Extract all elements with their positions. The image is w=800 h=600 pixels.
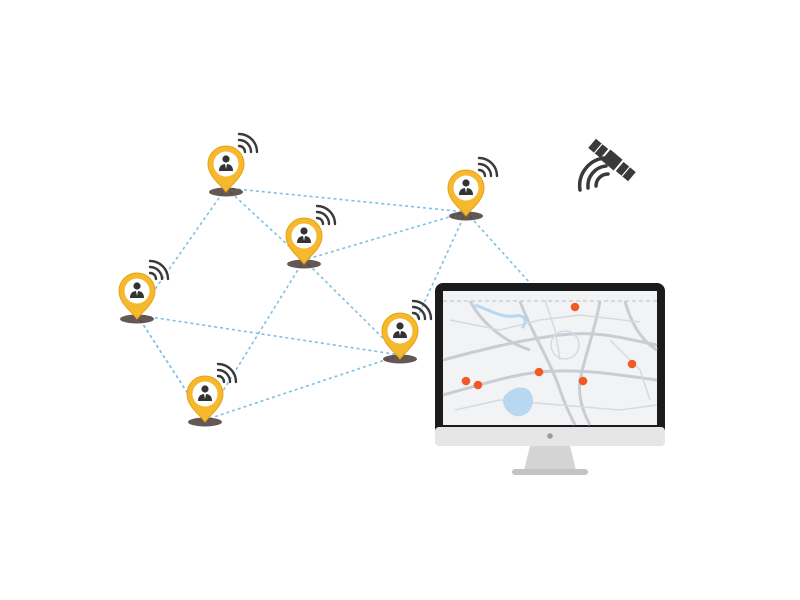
person-icon — [130, 282, 144, 298]
person-icon — [219, 155, 233, 171]
map-water — [503, 387, 533, 417]
network-link — [136, 314, 401, 356]
map-marker-dot — [570, 302, 580, 312]
network-link — [303, 211, 467, 261]
satellite-signal-icon — [577, 156, 610, 192]
network-link — [303, 259, 401, 356]
user-location-pin-icon — [381, 299, 433, 364]
monitor-logo-dot — [547, 433, 553, 439]
map-river — [474, 303, 527, 330]
wifi-signal-icon — [216, 362, 238, 384]
satellite-icon — [577, 138, 636, 192]
person-icon — [393, 322, 407, 338]
wifi-signal-icon — [315, 204, 337, 226]
map-marker-dot — [627, 359, 637, 369]
user-location-pin-icon — [285, 204, 337, 269]
network-link — [225, 187, 467, 213]
map-screen — [442, 291, 658, 426]
map-markers — [461, 302, 637, 390]
wifi-signal-icon — [477, 156, 499, 178]
network-link — [399, 211, 467, 356]
map-marker-dot — [461, 376, 471, 386]
network-nodes — [118, 132, 499, 427]
network-link — [204, 354, 401, 421]
map-marker-dot — [578, 376, 588, 386]
user-location-pin-icon — [447, 156, 499, 221]
wifi-signal-icon — [237, 132, 259, 154]
desktop-monitor-icon — [435, 283, 665, 475]
person-icon — [459, 179, 473, 195]
map-minor-roads — [449, 299, 658, 411]
user-location-pin-icon — [118, 259, 170, 324]
user-location-pin-icon — [186, 362, 238, 427]
network-link — [136, 187, 227, 316]
wifi-signal-icon — [411, 299, 433, 321]
person-icon — [198, 385, 212, 401]
wifi-signal-icon — [148, 259, 170, 281]
map-marker-dot — [473, 380, 483, 390]
user-location-pin-icon — [207, 132, 259, 197]
monitor-base — [512, 469, 588, 475]
map-marker-dot — [534, 367, 544, 377]
monitor-stand — [524, 446, 576, 470]
person-icon — [297, 227, 311, 243]
